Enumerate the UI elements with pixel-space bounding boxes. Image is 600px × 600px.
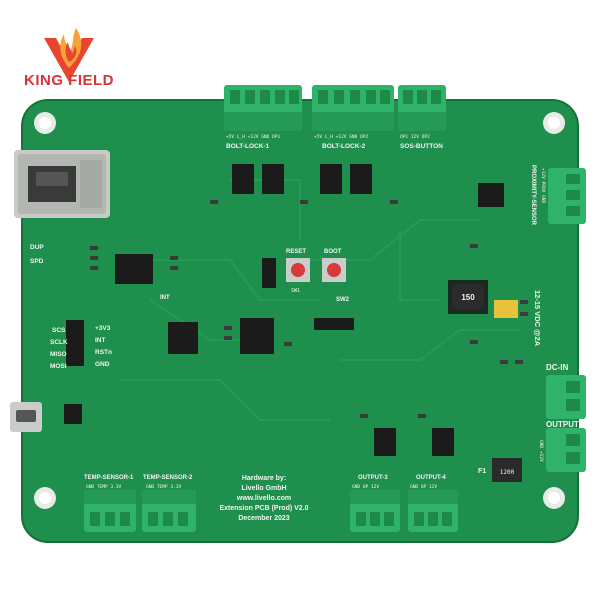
pins-output: GND +12V xyxy=(538,440,544,462)
pins-temp-sensor-2: GND TEMP 3.3V xyxy=(146,484,182,490)
king-field-logo-icon xyxy=(44,28,94,82)
fuse-marking: 1200 xyxy=(500,469,515,476)
label-mosi: MOSI xyxy=(50,363,67,370)
label-scs: SCS xyxy=(52,327,66,334)
ethernet-jack xyxy=(14,150,110,218)
inductor xyxy=(448,280,488,314)
mounting-hole xyxy=(543,112,565,134)
label-sclk: SCLK xyxy=(50,339,68,346)
credits-line-2: Livello GmbH xyxy=(241,485,286,492)
usb-port xyxy=(10,402,42,432)
label-reset: RESET xyxy=(286,249,306,255)
pins-sos-button: OP1 12V OP2 xyxy=(400,134,430,140)
credits-line-5: December 2023 xyxy=(238,515,289,522)
credits-line-4: Extension PCB (Prod) V2.0 xyxy=(219,505,308,512)
bolt-lock-1-terminal xyxy=(224,85,302,131)
mounting-hole xyxy=(34,112,56,134)
ethernet-chip xyxy=(240,318,274,354)
label-sw2: SW2 xyxy=(336,297,350,303)
pin-header-jtag xyxy=(262,258,276,288)
optocoupler-4 xyxy=(350,164,372,194)
proximity-sensor-terminal xyxy=(548,168,586,224)
inductor-marking: 150 xyxy=(461,293,475,302)
pin-header-spi xyxy=(66,320,84,366)
bolt-lock-2-terminal xyxy=(312,85,394,131)
label-sw1: SW1 xyxy=(291,288,300,294)
label-bolt-lock-1: BOLT-LOCK-1 xyxy=(226,143,270,150)
dc-in-terminal xyxy=(546,375,586,419)
label-proximity-sensor: PROXIMITY-SENSOR xyxy=(530,165,536,226)
credits-line-1: Hardware by: xyxy=(242,475,286,482)
mounting-hole xyxy=(34,487,56,509)
boot-button[interactable] xyxy=(322,258,346,282)
sos-button-terminal xyxy=(398,85,446,131)
label-dc-in-rating: 12-15 VDC @2A xyxy=(533,290,542,347)
optocoupler-3 xyxy=(320,164,342,194)
label-int-2: INT xyxy=(160,295,170,301)
fuse xyxy=(492,458,522,482)
label-boot: BOOT xyxy=(324,249,342,255)
output-3-terminal xyxy=(350,490,400,532)
temp-sensor-2-terminal xyxy=(142,490,196,532)
label-bolt-lock-2: BOLT-LOCK-2 xyxy=(322,143,366,150)
label-output-4: OUTPUT-4 xyxy=(416,475,446,481)
reset-button[interactable] xyxy=(286,258,310,282)
optocoupler-2 xyxy=(262,164,284,194)
pins-proximity: +12V PROX GND xyxy=(540,168,546,204)
brand-name: KING FIELD xyxy=(24,72,114,89)
io-chip xyxy=(168,322,198,354)
optocoupler-5 xyxy=(374,428,396,456)
label-gnd: GND xyxy=(95,361,110,368)
pins-output-4: GND OP 12V xyxy=(410,484,437,490)
pin-header-swd xyxy=(314,318,354,330)
label-rst: RSTn xyxy=(95,349,112,356)
regulator-chip xyxy=(478,183,504,207)
pins-bolt-lock-2: +5V L_H +12V GND OP2 xyxy=(314,134,368,140)
optocoupler-1 xyxy=(232,164,254,194)
pins-bolt-lock-1: +5V L_H +12V GND OP1 xyxy=(226,134,280,140)
label-fuse: F1 xyxy=(478,468,486,475)
label-temp-sensor-1: TEMP-SENSOR-1 xyxy=(84,475,134,481)
microcontroller-chip xyxy=(115,254,153,284)
output-4-terminal xyxy=(408,490,458,532)
pins-temp-sensor-1: GND TEMP 3.3V xyxy=(86,484,122,490)
temp-sensor-1-terminal xyxy=(84,490,136,532)
label-dc-in: DC-IN xyxy=(546,363,568,372)
label-3v3: +3V3 xyxy=(95,325,111,332)
capacitor-tantalum xyxy=(494,300,518,318)
optocoupler-6 xyxy=(432,428,454,456)
label-dup: DUP xyxy=(30,244,44,251)
label-miso: MISO xyxy=(50,351,67,358)
credits-line-3: www.livello.com xyxy=(236,495,291,502)
label-output: OUTPUT xyxy=(546,420,579,429)
pins-output-3: GND OP 12V xyxy=(352,484,379,490)
diode xyxy=(64,404,82,424)
label-output-3: OUTPUT-3 xyxy=(358,475,388,481)
mounting-hole xyxy=(543,487,565,509)
label-int: INT xyxy=(95,337,106,344)
label-sos-button: SOS-BUTTON xyxy=(400,143,443,150)
output-terminal xyxy=(546,428,586,472)
label-temp-sensor-2: TEMP-SENSOR-2 xyxy=(143,475,193,481)
label-spd: SPD xyxy=(30,258,44,265)
